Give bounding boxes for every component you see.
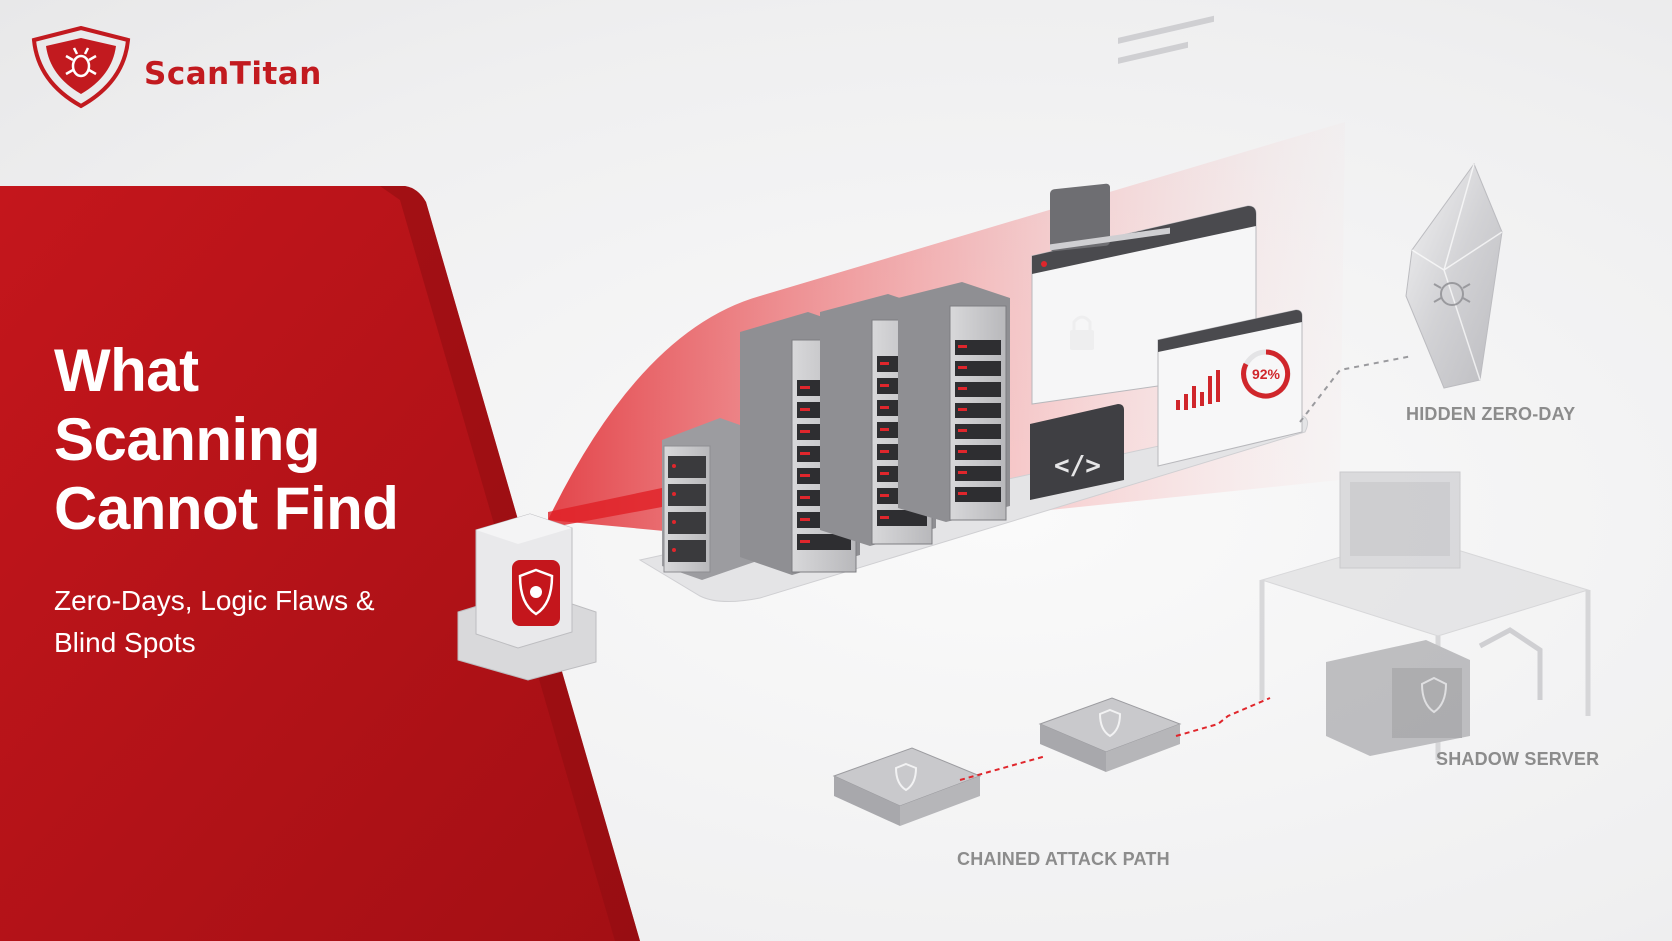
bar-chart-icon (1176, 370, 1220, 410)
code-window: </> (1030, 404, 1124, 500)
logo-shield-icon (31, 25, 131, 109)
shadow-server-desk (1259, 471, 1591, 760)
dashboard-percent: 92% (1252, 366, 1281, 382)
chip-1 (832, 747, 982, 826)
logo-bug-icon (65, 47, 97, 78)
lock-icon (1070, 315, 1094, 350)
headline-line-2: Scanning (54, 406, 321, 473)
subhead-line-2: Blind Spots (54, 627, 196, 658)
code-icon: </> (1054, 451, 1101, 481)
headline-line-1: What (54, 337, 199, 404)
small-server (662, 418, 760, 580)
crystal-connector (1299, 355, 1413, 423)
crystal-zero-day (1405, 162, 1503, 389)
progress-ring-fill (1241, 349, 1291, 399)
label-chained-attack-path: CHAINED ATTACK PATH (957, 849, 1170, 869)
hero-headline: What Scanning Cannot Find (54, 336, 399, 543)
red-side-panel (0, 186, 640, 941)
hero-subhead: Zero-Days, Logic Flaws & Blind Spots (54, 580, 375, 664)
label-hidden-zero-day: HIDDEN ZERO-DAY (1406, 404, 1576, 424)
dashboard-window: 92% (1157, 309, 1303, 467)
label-shadow-server: SHADOW SERVER (1436, 749, 1600, 769)
scanner-device (457, 513, 597, 681)
shield-bug-icon (518, 568, 554, 616)
chip-2 (1038, 697, 1182, 772)
brand-logo[interactable]: ScanTitan (26, 25, 326, 112)
brand-name: ScanTitan (144, 56, 322, 92)
subhead-line-1: Zero-Days, Logic Flaws & (54, 585, 375, 616)
attack-path-line (959, 697, 1271, 781)
bug-icon (1433, 282, 1471, 306)
server-rack-3 (898, 282, 1010, 522)
headline-line-3: Cannot Find (54, 475, 399, 542)
